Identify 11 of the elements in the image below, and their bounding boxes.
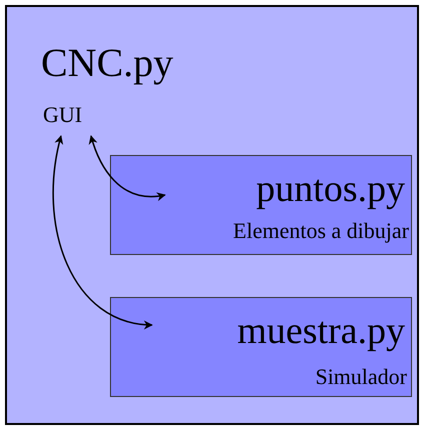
double-arrow xyxy=(52,135,153,329)
module-panel xyxy=(5,5,419,425)
module-box xyxy=(110,155,412,255)
double-arrow xyxy=(89,135,166,201)
file-name: puntos.py xyxy=(256,170,405,208)
module-label: GUI xyxy=(43,104,82,126)
module-box xyxy=(110,297,412,397)
module-description: Elementos a dibujar xyxy=(233,220,409,242)
file-name: muestra.py xyxy=(237,312,405,350)
module-description: Simulador xyxy=(315,366,407,388)
file-name: CNC.py xyxy=(41,43,174,83)
